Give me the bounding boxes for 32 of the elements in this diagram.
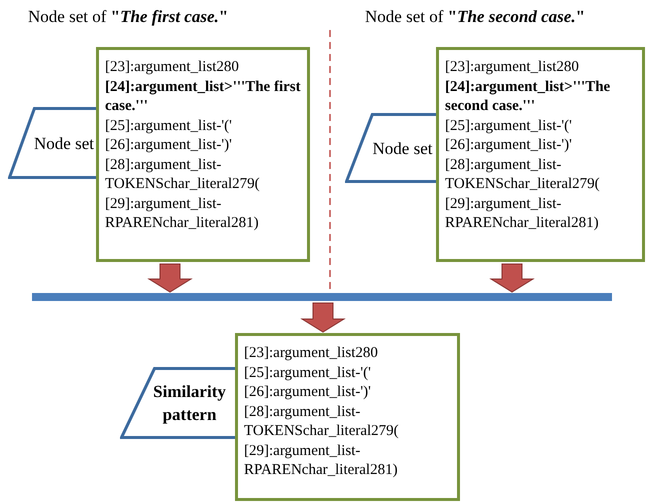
list-entry: [29]:argument_list-RPARENchar_literal281) [445,194,600,233]
heading-text: Node set of "The second case." [365,6,586,28]
separator-bar [32,293,612,301]
list-entry: [24]:argument_list>'''The first case.''' [105,78,301,116]
list-entry: [23]:argument_list280 [105,58,240,77]
input-trapezoid [120,367,235,439]
block-arrow [300,302,346,333]
list-entry: [23]:argument_list280 [445,58,580,77]
list-entry: [28]:argument_list-TOKENSchar_literal279( [445,156,601,194]
list-entry: [24]:argument_list>'''The second case.''' [445,78,612,116]
text-box [436,47,645,262]
list-entry: [26]:argument_list-')' [244,383,372,402]
shape-label: Similarity pattern [152,381,227,426]
list-entry: [29]:argument_list-RPARENchar_literal281) [105,194,260,233]
list-entry: [25]:argument_list-'(' [105,116,233,136]
list-entry: [23]:argument_list280 [244,344,379,363]
text-box [235,333,460,501]
shape-label: Node set [34,132,94,154]
text-box [96,47,310,262]
shape-label: Node set [372,138,432,160]
list-entry: [28]:argument_list-TOKENSchar_literal279( [244,402,400,441]
list-entry: [25]:argument_list-'(' [445,116,573,136]
list-entry: [26]:argument_list-')' [445,136,573,155]
list-entry: [28]:argument_list-TOKENSchar_literal279( [105,156,261,194]
heading-text: Node set of "The first case." [28,6,228,28]
block-arrow [147,264,193,293]
list-entry: [29]:argument_list-RPARENchar_literal281) [244,442,399,480]
list-entry: [26]:argument_list-')' [105,136,233,155]
block-arrow [489,264,535,293]
input-trapezoid [8,107,96,179]
list-entry: [25]:argument_list-'(' [244,364,372,382]
input-trapezoid [345,113,436,183]
